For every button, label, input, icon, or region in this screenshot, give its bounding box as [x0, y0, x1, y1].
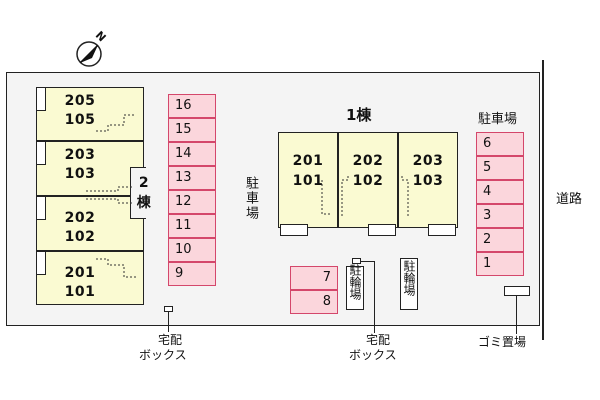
unit-201-101: [278, 132, 338, 228]
unit-label-102: 102: [64, 229, 96, 245]
parking-slot: 8: [290, 290, 338, 314]
parking-slot: 7: [290, 266, 338, 290]
leader-line: [374, 261, 375, 333]
unit-label-202: 202: [352, 153, 384, 169]
delivery-box-center-marker: [352, 258, 361, 264]
leader-line: [168, 312, 169, 332]
north-arrow-icon: [74, 36, 108, 70]
balcony-tab: [280, 224, 308, 236]
delivery-box-center-line1: 宅配: [366, 333, 391, 347]
bike-parking-2-label: 駐輪場: [402, 260, 416, 296]
unit-label-203: 203: [412, 153, 444, 169]
building-2: 205 105 203 103 202 102 201 101 2 棟: [36, 87, 151, 305]
unit-205-105: [36, 87, 144, 141]
balcony-tab: [368, 224, 396, 236]
delivery-box-left-marker: [164, 306, 173, 312]
delivery-box-left-line2: ボックス: [139, 348, 187, 362]
bike-parking-1: [346, 266, 364, 310]
building-2-title-num: 2: [138, 175, 150, 191]
parking-slot: 1: [476, 252, 524, 276]
road-edge-line: [542, 60, 544, 340]
building-2-title-char: 棟: [136, 195, 152, 211]
unit-label-201: 201: [292, 153, 324, 169]
parking-column-left: 16 15 14 13 12 11 10 9: [168, 94, 216, 286]
interior-dotted-lines: [86, 114, 136, 278]
unit-label-101: 101: [64, 284, 96, 300]
unit-label-201: 201: [64, 265, 96, 281]
parking-slot: 10: [168, 238, 216, 262]
unit-label-103: 103: [412, 173, 444, 189]
parking-right-title: 駐車場: [478, 112, 518, 127]
unit-label-101: 101: [292, 173, 324, 189]
unit-label-205: 205: [64, 93, 96, 109]
leader-line: [516, 296, 517, 334]
parking-slot: 6: [476, 132, 524, 156]
leader-line: [361, 261, 375, 262]
parking-slot: 14: [168, 142, 216, 166]
unit-label-103: 103: [64, 166, 96, 182]
road-label: 道路: [556, 192, 583, 207]
unit-label-203: 203: [64, 147, 96, 163]
parking-small: 7 8: [290, 266, 338, 314]
balcony-tab: [36, 87, 46, 111]
delivery-box-left-line1: 宅配: [158, 333, 183, 347]
unit-label-102: 102: [352, 173, 384, 189]
center-parking-label: 駐車場: [243, 176, 258, 221]
parking-slot: 11: [168, 214, 216, 238]
unit-201-101: [36, 251, 144, 305]
building-2-notch: [130, 167, 146, 219]
parking-slot: 15: [168, 118, 216, 142]
parking-slot: 16: [168, 94, 216, 118]
building-1: 201 101 202 102 203 103: [278, 132, 458, 236]
balcony-tab: [36, 141, 46, 165]
parking-column-right: 6 5 4 3 2 1: [476, 132, 524, 276]
unit-202-102: [36, 196, 144, 251]
delivery-box-center-line2: ボックス: [349, 348, 397, 362]
parking-slot: 4: [476, 180, 524, 204]
parking-slot: 5: [476, 156, 524, 180]
unit-label-202: 202: [64, 210, 96, 226]
balcony-tab: [36, 251, 46, 275]
bike-parking-2: [400, 258, 418, 310]
parking-slot: 3: [476, 204, 524, 228]
parking-slot: 2: [476, 228, 524, 252]
balcony-tab: [36, 196, 46, 220]
balcony-tab: [428, 224, 456, 236]
garbage-label: ゴミ置場: [478, 335, 527, 349]
parking-slot: 13: [168, 166, 216, 190]
parking-slot: 9: [168, 262, 216, 286]
interior-dotted-lines: [321, 176, 409, 216]
unit-label-105: 105: [64, 112, 96, 128]
garbage-area: [504, 286, 530, 296]
bike-parking-1-label: 駐輪場: [348, 264, 362, 300]
building-1-title: 1棟: [346, 106, 372, 124]
parking-slot: 12: [168, 190, 216, 214]
